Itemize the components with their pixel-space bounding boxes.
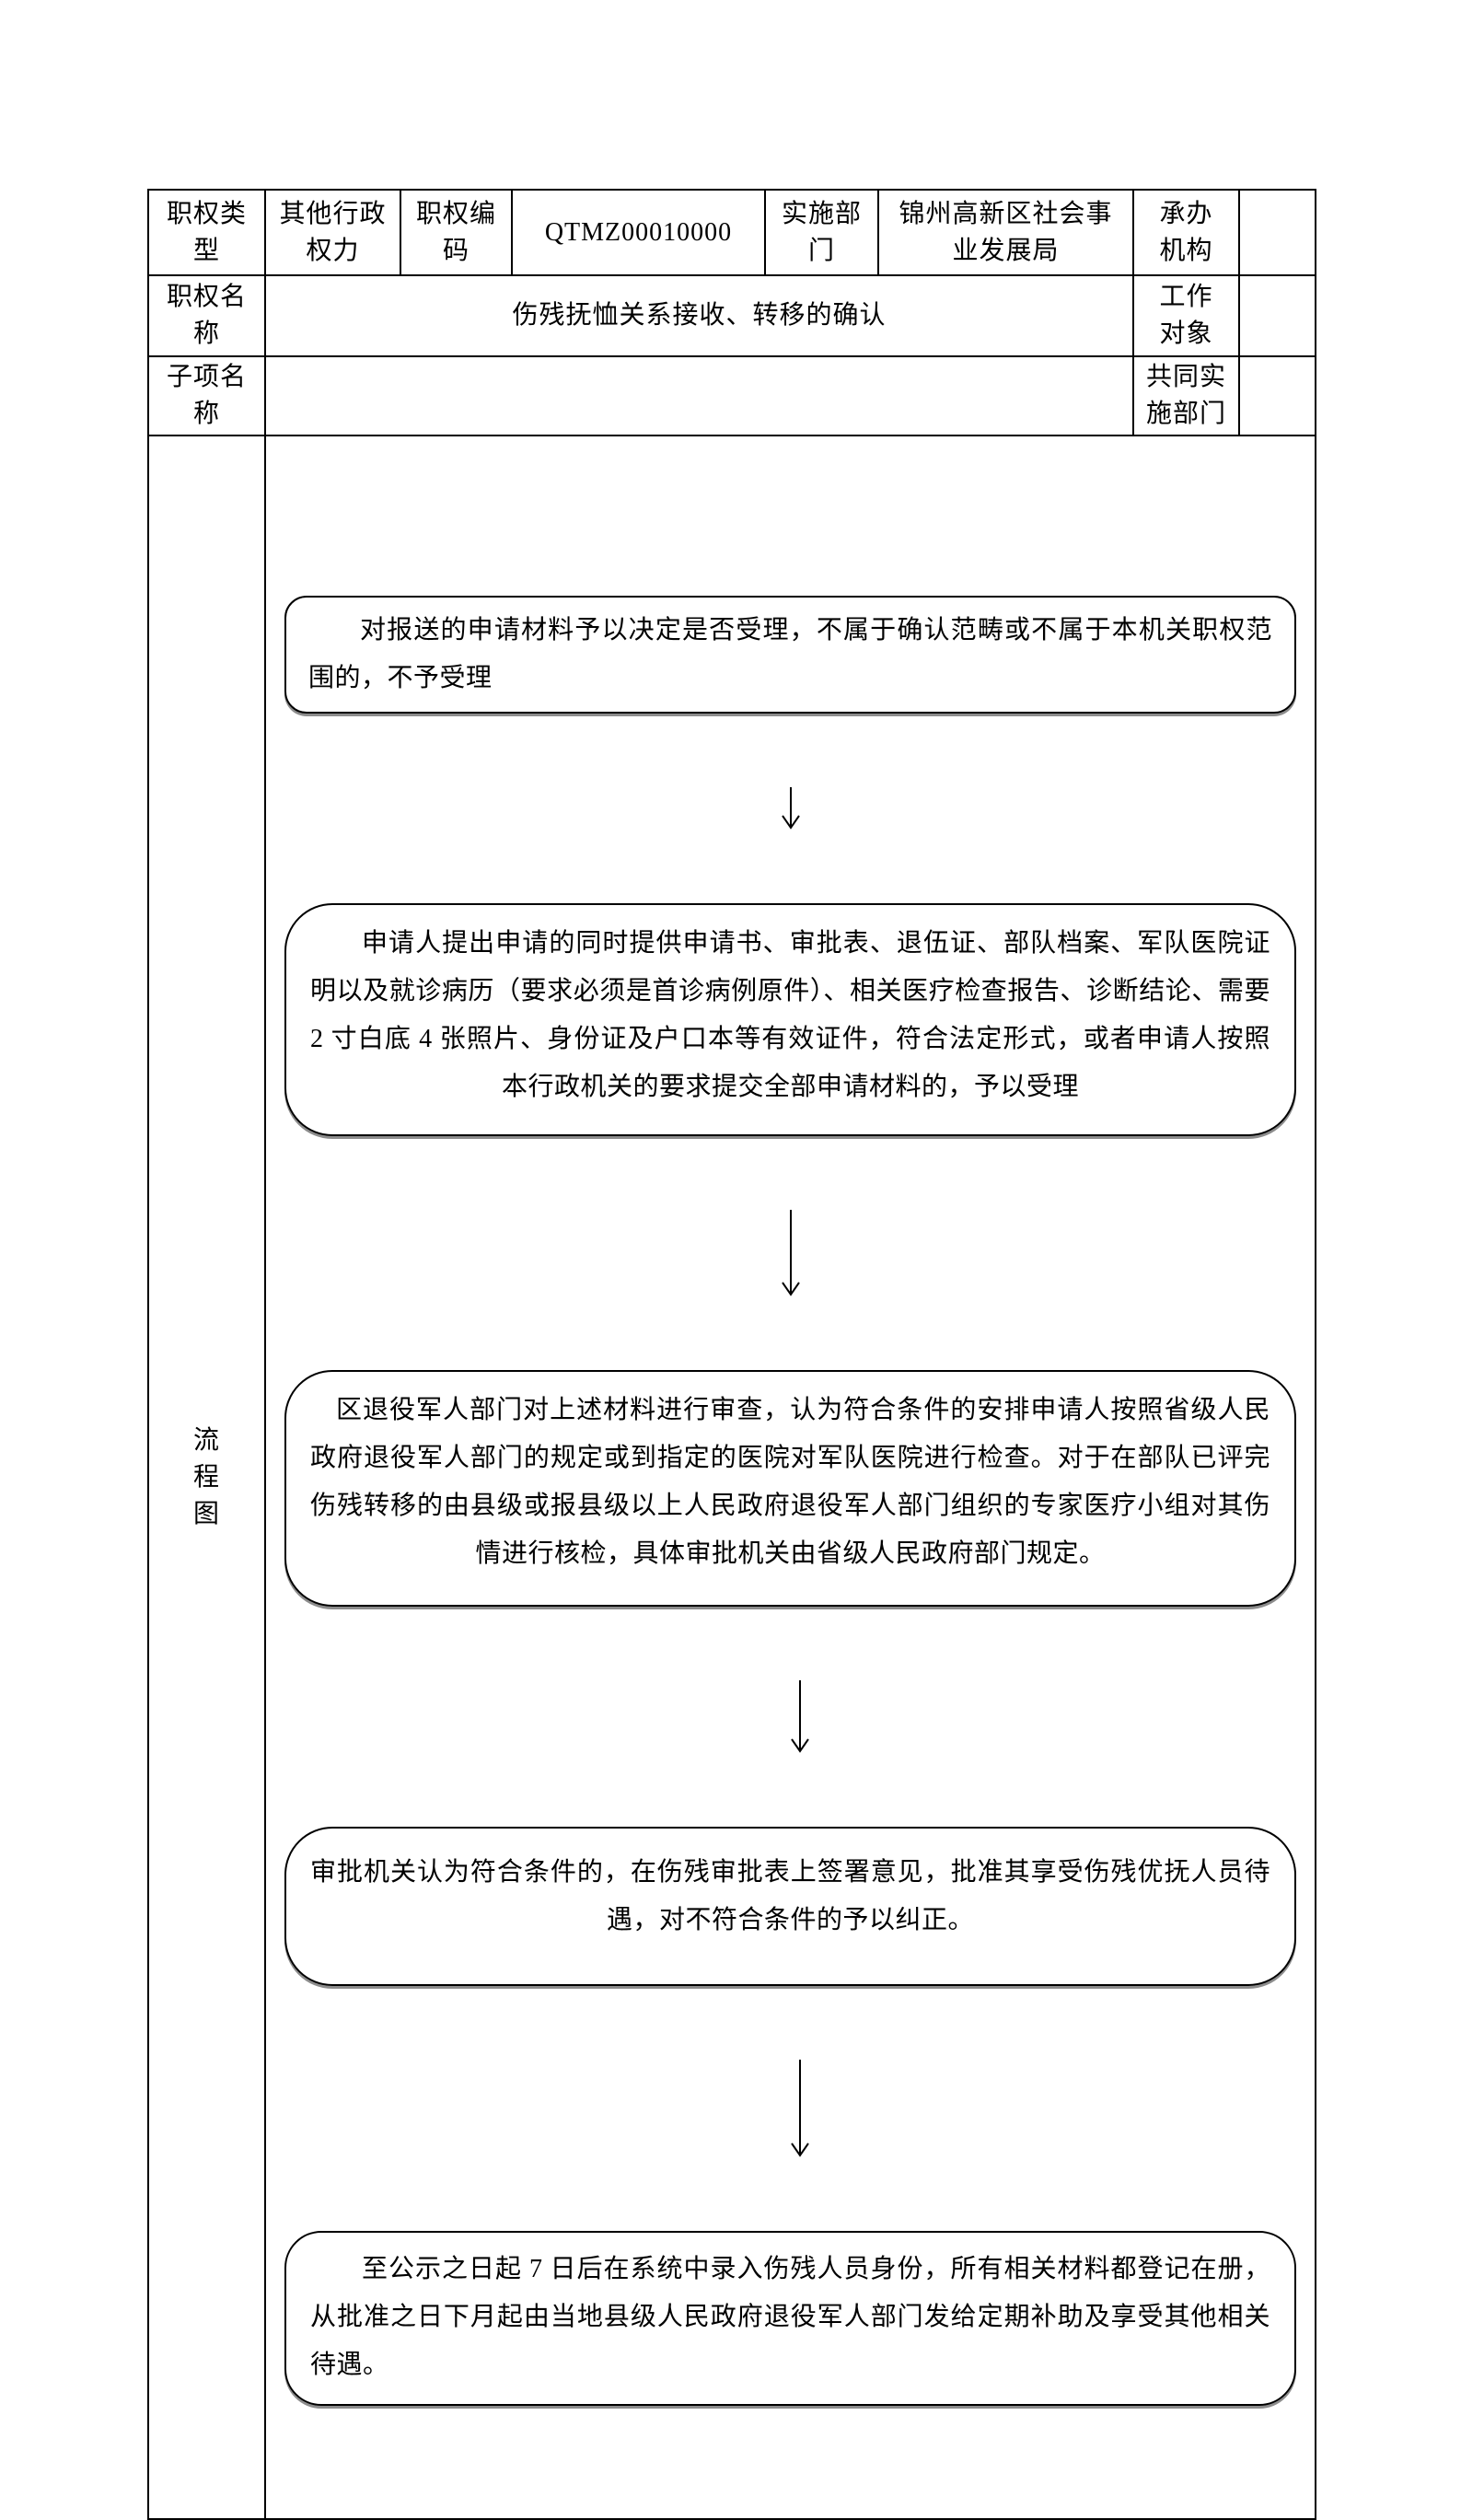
arrow-down-icon <box>781 787 800 830</box>
document-page: 职权类 型 其他行政 权力 职权编 码 QTMZ00010000 实施部 门 锦… <box>147 189 1316 2520</box>
implement-dept-value: 锦州高新区社会事 业发展局 <box>877 189 1134 276</box>
authority-type-value: 其他行政 权力 <box>264 189 401 276</box>
table-row: 职权名 称 伤残抚恤关系接收、转移的确认 工作 对象 <box>147 274 1316 357</box>
implement-dept-label: 实施部 门 <box>764 189 879 276</box>
authority-type-label: 职权类 型 <box>147 189 266 276</box>
work-target-label: 工作 对象 <box>1132 274 1240 357</box>
arrow-down-icon <box>790 2060 809 2157</box>
table-row: 子项名 称 共同实 施部门 <box>147 355 1316 436</box>
authority-code-label: 职权编 码 <box>400 189 513 276</box>
authority-name-value: 伤残抚恤关系接收、转移的确认 <box>264 274 1134 357</box>
subitem-name-value <box>264 355 1134 436</box>
flow-step-review: 区退役军人部门对上述材料进行审查，认为符合条件的安排申请人按照省级人民政府退役军… <box>284 1370 1296 1607</box>
flow-step-approval: 审批机关认为符合条件的，在伤残审批表上签署意见，批准其享受伤残优抚人员待遇，对不… <box>284 1827 1296 1986</box>
arrow-down-icon <box>790 1680 809 1753</box>
flow-step-registration: 至公示之日起 7 日后在系统中录入伤残人员身份，所有相关材料都登记在册，从批准之… <box>284 2231 1296 2406</box>
joint-dept-value <box>1238 355 1316 436</box>
flowchart: 对报送的申请材料予以决定是否受理，不属于确认范畴或不属于本机关职权范围的，不予受… <box>272 475 1309 2479</box>
subitem-name-label: 子项名 称 <box>147 355 266 436</box>
work-target-value <box>1238 274 1316 357</box>
authority-info-table: 职权类 型 其他行政 权力 职权编 码 QTMZ00010000 实施部 门 锦… <box>147 189 1316 2520</box>
flowchart-area: 对报送的申请材料予以决定是否受理，不属于确认范畴或不属于本机关职权范围的，不予受… <box>264 435 1316 2520</box>
table-row: 职权类 型 其他行政 权力 职权编 码 QTMZ00010000 实施部 门 锦… <box>147 189 1316 276</box>
joint-dept-label: 共同实 施部门 <box>1132 355 1240 436</box>
flowchart-label: 流 程 图 <box>147 435 266 2520</box>
authority-name-label: 职权名 称 <box>147 274 266 357</box>
undertaking-org-label: 承办 机构 <box>1132 189 1240 276</box>
flow-step-accept-decision: 对报送的申请材料予以决定是否受理，不属于确认范畴或不属于本机关职权范围的，不予受… <box>284 596 1296 714</box>
authority-code-value: QTMZ00010000 <box>511 189 766 276</box>
undertaking-org-value <box>1238 189 1316 276</box>
table-row: 流 程 图 对报送的申请材料予以决定是否受理，不属于确认范畴或不属于本机关职权范… <box>147 435 1316 2520</box>
flow-step-materials: 申请人提出申请的同时提供申请书、审批表、退伍证、部队档案、军队医院证明以及就诊病… <box>284 903 1296 1136</box>
arrow-down-icon <box>781 1210 800 1296</box>
